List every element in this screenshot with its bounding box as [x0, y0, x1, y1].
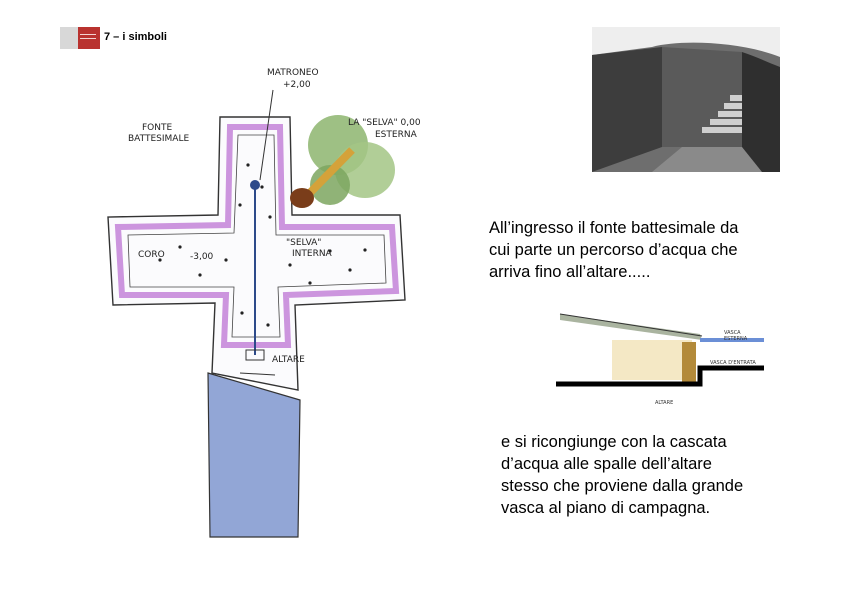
paragraph-intro-line-3: arriva fino all’altare..... [489, 263, 651, 281]
baptismal-font [250, 180, 260, 190]
label-vasca-esterna: ESTERNA [724, 336, 748, 342]
label-matroneo: MATRONEO [267, 68, 319, 78]
label-matroneo-level: +2,00 [283, 80, 311, 90]
paragraph-outro-line-4: vasca al piano di campagna. [501, 499, 711, 517]
paragraph-outro: e si ricongiunge con la cascata d’acqua … [501, 431, 801, 519]
altar-block [245, 349, 265, 361]
label-interna: INTERNA [292, 249, 333, 259]
label-altare: ALTARE [272, 355, 305, 365]
stones [158, 163, 367, 327]
label-vasca: VASCA [724, 330, 741, 336]
label-selva-interna: "SELVA" [286, 238, 321, 248]
cross-outline [107, 116, 406, 391]
label-selva-esterna: LA "SELVA" 0,00 [348, 118, 421, 128]
label-section-altare: ALTARE [655, 400, 673, 406]
label-vasca-entrata: VASCA D'ENTRATA [710, 360, 756, 366]
water-basin [208, 373, 300, 537]
paragraph-intro: All’ingresso il fonte battesimale da cui… [489, 217, 789, 283]
tree-illustration [290, 115, 395, 208]
section-title: 7 – i simboli [104, 31, 167, 43]
paragraph-intro-line-2: cui parte un percorso d’acqua che [489, 241, 738, 259]
corridor-photo [592, 27, 780, 172]
label-fonte: FONTE [142, 123, 172, 133]
paragraph-outro-line-1: e si ricongiunge con la cascata [501, 433, 727, 451]
paragraph-outro-line-2: d’acqua alle spalle dell’altare [501, 455, 712, 473]
label-esterna: ESTERNA [375, 130, 418, 140]
label-battesimale: BATTESIMALE [128, 134, 189, 144]
purple-border [114, 124, 400, 348]
label-coro: CORO [138, 250, 165, 260]
logo [60, 27, 100, 49]
cross-plan-sketch: MATRONEO +2,00 FONTE BATTESIMALE LA "SEL… [107, 68, 421, 538]
paragraph-intro-line-1: All’ingresso il fonte battesimale da [489, 219, 739, 237]
label-level: -3,00 [190, 252, 214, 262]
section-sketch: VASCA ESTERNA VASCA D'ENTRATA ALTARE [556, 313, 764, 406]
paragraph-outro-line-3: stesso che proviene dalla grande [501, 477, 744, 495]
